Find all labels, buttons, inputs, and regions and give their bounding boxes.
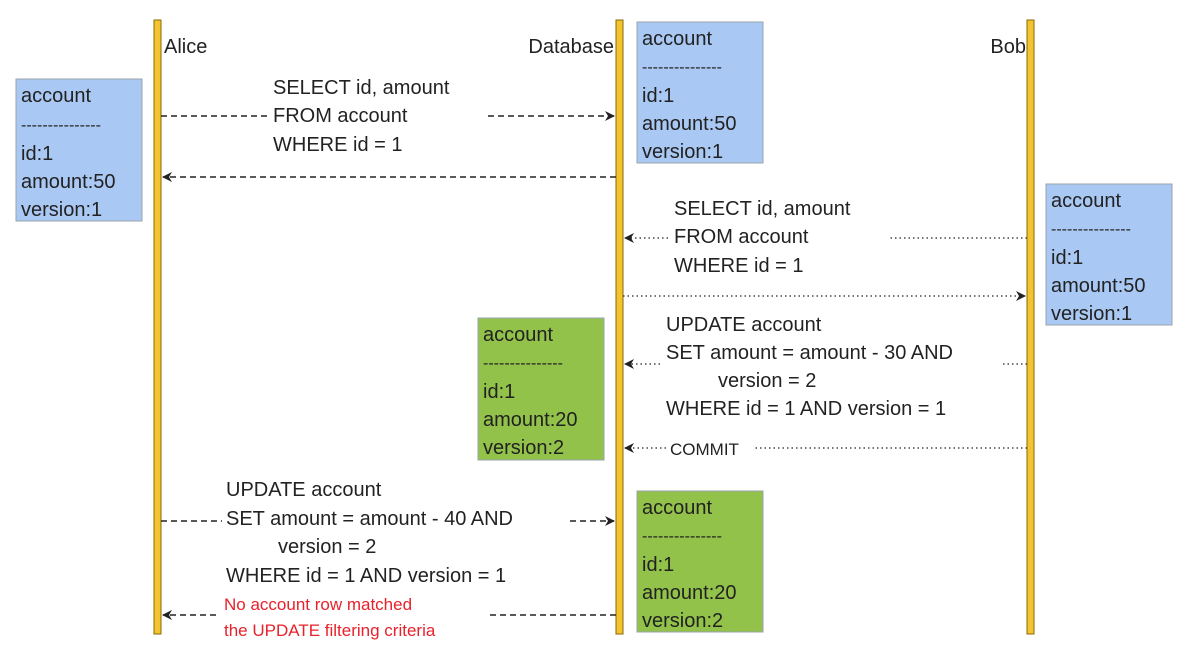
alice-update-line3: version = 2: [278, 536, 376, 558]
box-id: id:1: [642, 85, 674, 107]
box-background: [15, 78, 143, 222]
box-version: version:1: [21, 199, 102, 221]
box-version: version:1: [642, 141, 723, 163]
alice-update-error-line2: the UPDATE filtering criteria: [224, 621, 436, 640]
error-text-background: [220, 592, 490, 642]
alice-label: Alice: [164, 36, 207, 58]
box-title: account: [1051, 190, 1121, 212]
box-separator: ---------------: [483, 355, 563, 372]
box-version: version:2: [483, 437, 564, 459]
box-title: account: [483, 324, 553, 346]
box-title: account: [642, 28, 712, 50]
bob-update-line3: version = 2: [718, 370, 816, 392]
box-separator: ---------------: [642, 59, 722, 76]
alice-update-line2: SET amount = amount - 40 AND: [226, 508, 513, 530]
bob-select-line1: SELECT id, amount: [674, 198, 851, 220]
bob-select-line3: WHERE id = 1: [674, 255, 803, 277]
box-amount: amount:20: [642, 582, 737, 604]
db-initial-account-box: account --------------- id:1 amount:50 v…: [636, 21, 764, 164]
box-version: version:1: [1051, 303, 1132, 325]
box-separator: ---------------: [642, 528, 722, 545]
alice-select-line2: FROM account: [273, 105, 408, 127]
database-label: Database: [528, 36, 614, 58]
alice-lifeline: [153, 19, 162, 635]
box-amount: amount:50: [642, 113, 737, 135]
box-id: id:1: [642, 554, 674, 576]
alice-select-line1: SELECT id, amount: [273, 77, 450, 99]
box-background: [1045, 183, 1173, 326]
box-amount: amount:50: [21, 171, 116, 193]
box-separator: ---------------: [1051, 221, 1131, 238]
bob-lifeline: [1026, 19, 1035, 635]
box-title: account: [21, 85, 91, 107]
box-id: id:1: [483, 381, 515, 403]
db-final-account-box: account --------------- id:1 amount:20 v…: [636, 490, 764, 633]
box-amount: amount:50: [1051, 275, 1146, 297]
bob-commit-label: COMMIT: [670, 440, 739, 459]
bob-update-line1: UPDATE account: [666, 314, 822, 336]
box-id: id:1: [1051, 247, 1083, 269]
box-title: account: [642, 497, 712, 519]
bob-update-line4: WHERE id = 1 AND version = 1: [666, 398, 946, 420]
box-separator: ---------------: [21, 117, 101, 134]
box-amount: amount:20: [483, 409, 578, 431]
bob-account-box: account --------------- id:1 amount:50 v…: [1045, 183, 1173, 326]
box-background: [636, 21, 764, 164]
bob-label: Bob: [990, 36, 1026, 58]
database-lifeline: [615, 19, 624, 635]
db-updated-account-box: account --------------- id:1 amount:20 v…: [477, 317, 605, 461]
alice-select-line3: WHERE id = 1: [273, 134, 402, 156]
box-version: version:2: [642, 610, 723, 632]
box-background: [477, 317, 605, 461]
box-id: id:1: [21, 143, 53, 165]
alice-update-line4: WHERE id = 1 AND version = 1: [226, 565, 506, 587]
bob-select-line2: FROM account: [674, 226, 809, 248]
alice-update-error-line1: No account row matched: [224, 595, 412, 614]
alice-account-box: account --------------- id:1 amount:50 v…: [15, 78, 143, 222]
alice-update-line1: UPDATE account: [226, 479, 382, 501]
box-background: [636, 490, 764, 633]
bob-update-line2: SET amount = amount - 30 AND: [666, 342, 953, 364]
